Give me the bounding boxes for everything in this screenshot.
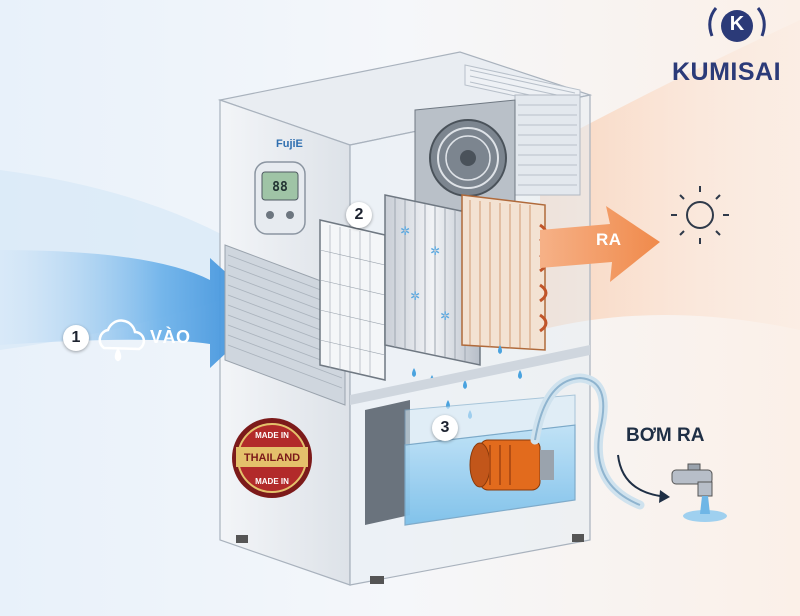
svg-text:✲: ✲ <box>410 289 420 303</box>
rear-vent-grille <box>514 94 581 196</box>
case-foot <box>370 576 384 584</box>
svg-text:MADE IN: MADE IN <box>255 477 289 486</box>
made-in-thailand-seal: THAILAND MADE IN MADE IN <box>232 418 312 498</box>
drain-direction-arrow <box>617 454 661 497</box>
sun-icon <box>671 186 729 244</box>
drain-label: BƠM RA <box>626 425 705 446</box>
svg-text:✲: ✲ <box>400 224 410 238</box>
drain-arrow-head <box>659 490 670 503</box>
device-brand: FujiE <box>276 138 303 150</box>
case-foot <box>572 534 584 542</box>
drain-hose-edge <box>534 376 641 506</box>
svg-text:✲: ✲ <box>430 244 440 258</box>
step-1-label: VÀO <box>150 327 191 347</box>
brand-logo-icon <box>708 7 766 42</box>
air-out-arrow <box>540 206 660 282</box>
brand-logo-letter: K <box>729 13 745 35</box>
faucet-icon <box>671 463 727 522</box>
step-3-badge: 3 <box>432 415 458 441</box>
compressor-block <box>365 400 410 525</box>
air-out-label: RA <box>596 230 622 249</box>
brand-name: KUMISAI <box>672 58 782 86</box>
air-filter <box>319 219 386 381</box>
step-2-badge: 2 <box>346 202 372 228</box>
step-1-badge: 1 <box>63 325 89 351</box>
case-foot <box>236 535 248 543</box>
shelf-divider <box>350 345 590 405</box>
evaporator-coil: ✲ ✲ ✲ ✲ <box>384 194 481 366</box>
svg-text:✲: ✲ <box>440 309 450 323</box>
seal-country: THAILAND <box>244 452 300 464</box>
control-panel <box>254 161 306 235</box>
water-pump <box>469 439 554 491</box>
condenser-coil <box>461 194 548 351</box>
fan-housing <box>414 99 516 216</box>
svg-text:MADE IN: MADE IN <box>255 431 289 440</box>
cloud-rain-icon <box>98 319 146 362</box>
control-display-value: 88 <box>272 180 288 195</box>
